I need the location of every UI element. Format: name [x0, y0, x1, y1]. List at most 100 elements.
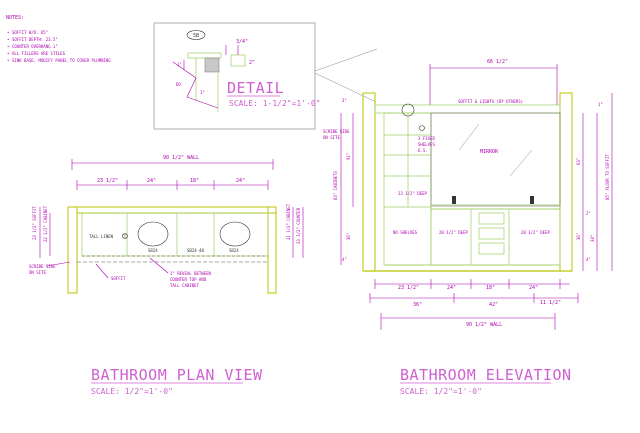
elev-left-wall: [362, 92, 376, 272]
elev-overall-dim: 90 1/2" WALL: [466, 322, 502, 328]
elev-height-34: 34": [590, 235, 595, 242]
detail-dim-top: 3/4": [236, 39, 248, 45]
elev-deep-c: 20 1/2" DEEP: [521, 230, 550, 235]
elev-countertop: [430, 204, 561, 210]
elev-height-91: 91": [346, 153, 351, 160]
plan-left-soffit-dim: 23 1/2" SOFFIT: [32, 206, 37, 240]
elev-bottom-dim-11: 11 1/2": [540, 300, 561, 306]
elev-mirror-width-dim: 66 1/2": [487, 59, 508, 65]
elev-deep-a: 23 1/2" DEEP: [398, 191, 427, 196]
svg-text:•: •: [7, 51, 9, 56]
plan-tall-tag: T: [124, 234, 127, 239]
plan-left-cabinet-dim: 22 1/2" CABINET: [43, 205, 48, 242]
elev-height-36: 36": [346, 233, 351, 240]
elev-faucet-right: [530, 196, 534, 204]
plan-sink-code-1: SB24: [148, 248, 158, 253]
elev-no-shelves: NO SHELVES: [393, 230, 418, 235]
detail-countertop: [187, 52, 222, 59]
elev-bottom-dim-1: 23 1/2": [398, 285, 419, 291]
note-item: SOFFIT W/D. 65": [12, 30, 48, 35]
elev-height-2: 2": [586, 211, 591, 216]
elev-bottom-dim-4: 24": [529, 285, 538, 291]
elev-bottom-dim-36: 36": [413, 302, 422, 308]
elev-bottom-dim-2: 24": [447, 285, 456, 291]
notes-block: NOTES: • SOFFIT W/D. 65" • SOFFIT DEPTH:…: [6, 15, 111, 63]
detail-frame: [153, 22, 316, 130]
detail-title: DETAIL: [227, 79, 284, 97]
elev-drawer: [478, 212, 505, 225]
elev-height-cabinets: 83" CABINETS: [333, 171, 338, 200]
svg-text:ON SITE: ON SITE: [29, 270, 46, 275]
plan-left-wall: [67, 206, 78, 294]
elev-height-1: 1": [598, 102, 603, 107]
plan-title: BATHROOM PLAN VIEW: [91, 366, 263, 384]
svg-text:•: •: [7, 44, 9, 49]
plan-scribe-note: SCRIBE SIDE: [29, 264, 56, 269]
plan-sink-left: [137, 221, 169, 247]
elev-bottom-dim-42: 42": [489, 302, 498, 308]
detail-break-line: [172, 61, 219, 109]
note-item: SINK BASE, MODIFY PANEL TO COVER PLUMBIN…: [12, 58, 111, 63]
plan-right-counter-dim: 23 1/2" COUNTER: [296, 207, 301, 244]
plan-dim-2: 24": [147, 178, 156, 184]
detail-dim-bottom: 1": [200, 90, 205, 95]
elev-scribe-note: SCRIBE SIDE: [323, 129, 350, 134]
elev-height-4r: 4": [586, 257, 591, 262]
plan-sink-code-2: SB24-40: [187, 248, 204, 253]
plan-dim-4: 24": [236, 178, 245, 184]
plan-overall-dim: 90 1/2" WALL: [163, 155, 199, 161]
elev-deep-b: 20 1/2" DEEP: [439, 230, 468, 235]
plan-reveal-note: 1" REVEAL BETWEEN: [170, 271, 212, 276]
elevation-scale: SCALE: 1/2"=1'-0": [400, 387, 482, 396]
elev-fixed-shelves: 3 FIXED: [418, 136, 435, 141]
detail-leader-line: [314, 48, 378, 72]
detail-tag: 5B: [193, 33, 199, 39]
plan-sink-right: [219, 221, 251, 247]
note-item: SOFFIT DEPTH: 23.5": [12, 37, 58, 42]
detail-leader-line: [314, 72, 377, 103]
elev-mirror: [430, 112, 561, 207]
detail-stile: [204, 57, 220, 73]
note-item: ALL FILLERS ARE STILES: [12, 51, 66, 56]
plan-scale: SCALE: 1/2"=1'-0": [91, 387, 173, 396]
svg-text:•: •: [7, 37, 9, 42]
plan-sink-code-3: SB24: [229, 248, 239, 253]
elev-floor-to-soffit: 85" FLOOR TO SOFFIT: [605, 154, 610, 200]
detail-scale: SCALE: 1-1/2"=1'-0": [229, 99, 321, 108]
svg-text:E.S.: E.S.: [418, 148, 428, 153]
plan-back-wall: [76, 206, 277, 214]
plan-dim-1: 23 1/2": [97, 178, 118, 184]
elev-right-wall: [559, 92, 573, 272]
svg-text:•: •: [7, 58, 9, 63]
detail-filler: [230, 54, 246, 67]
svg-text:COUNTER TOP AND: COUNTER TOP AND: [170, 277, 207, 282]
elev-drawer: [478, 242, 505, 255]
notes-heading: NOTES:: [6, 15, 24, 21]
plan-right-wall: [267, 206, 277, 294]
elev-mirror-label: MIRROR: [480, 149, 499, 155]
svg-text:SHELVES: SHELVES: [418, 142, 435, 147]
svg-text:TALL CABINET: TALL CABINET: [170, 283, 199, 288]
elev-drawer: [478, 227, 505, 240]
detail-dim-side: 2": [249, 60, 255, 66]
plan-right-cabinet-dim: 21 1/2" CABINET: [286, 203, 291, 240]
elev-base-cabinets: [430, 208, 561, 266]
plan-soffit-label: SOFFIT: [111, 276, 126, 281]
elev-soffit: [374, 104, 561, 114]
elev-height-3: 3": [342, 98, 347, 103]
note-item: COUNTER OVERHANG 1": [12, 44, 58, 49]
svg-text:•: •: [7, 30, 9, 35]
elevation-view: 66 1/2" SOFFIT & LIGHTS (BY OTHERS) 3 FI…: [323, 59, 613, 396]
elev-height-63: 63": [576, 158, 581, 165]
detail-block: 5B 3/4" 2" 1" DO 1" DETAIL SCALE: 1-1/2"…: [153, 22, 378, 130]
elev-soffit-label: SOFFIT & LIGHTS (BY OTHERS): [458, 99, 523, 104]
elevation-title: BATHROOM ELEVATION: [400, 366, 572, 384]
detail-tag-bubble: [186, 30, 206, 40]
elev-height-4: 4": [342, 257, 347, 262]
elev-faucet-left: [452, 196, 456, 204]
detail-dim-left2: DO: [176, 82, 181, 87]
elev-bottom-dim-3: 18": [486, 285, 495, 291]
plan-view: 90 1/2" WALL 23 1/2" 24" 18" 24" TALL LI…: [29, 155, 304, 396]
detail-dim-left: 1": [177, 62, 182, 67]
